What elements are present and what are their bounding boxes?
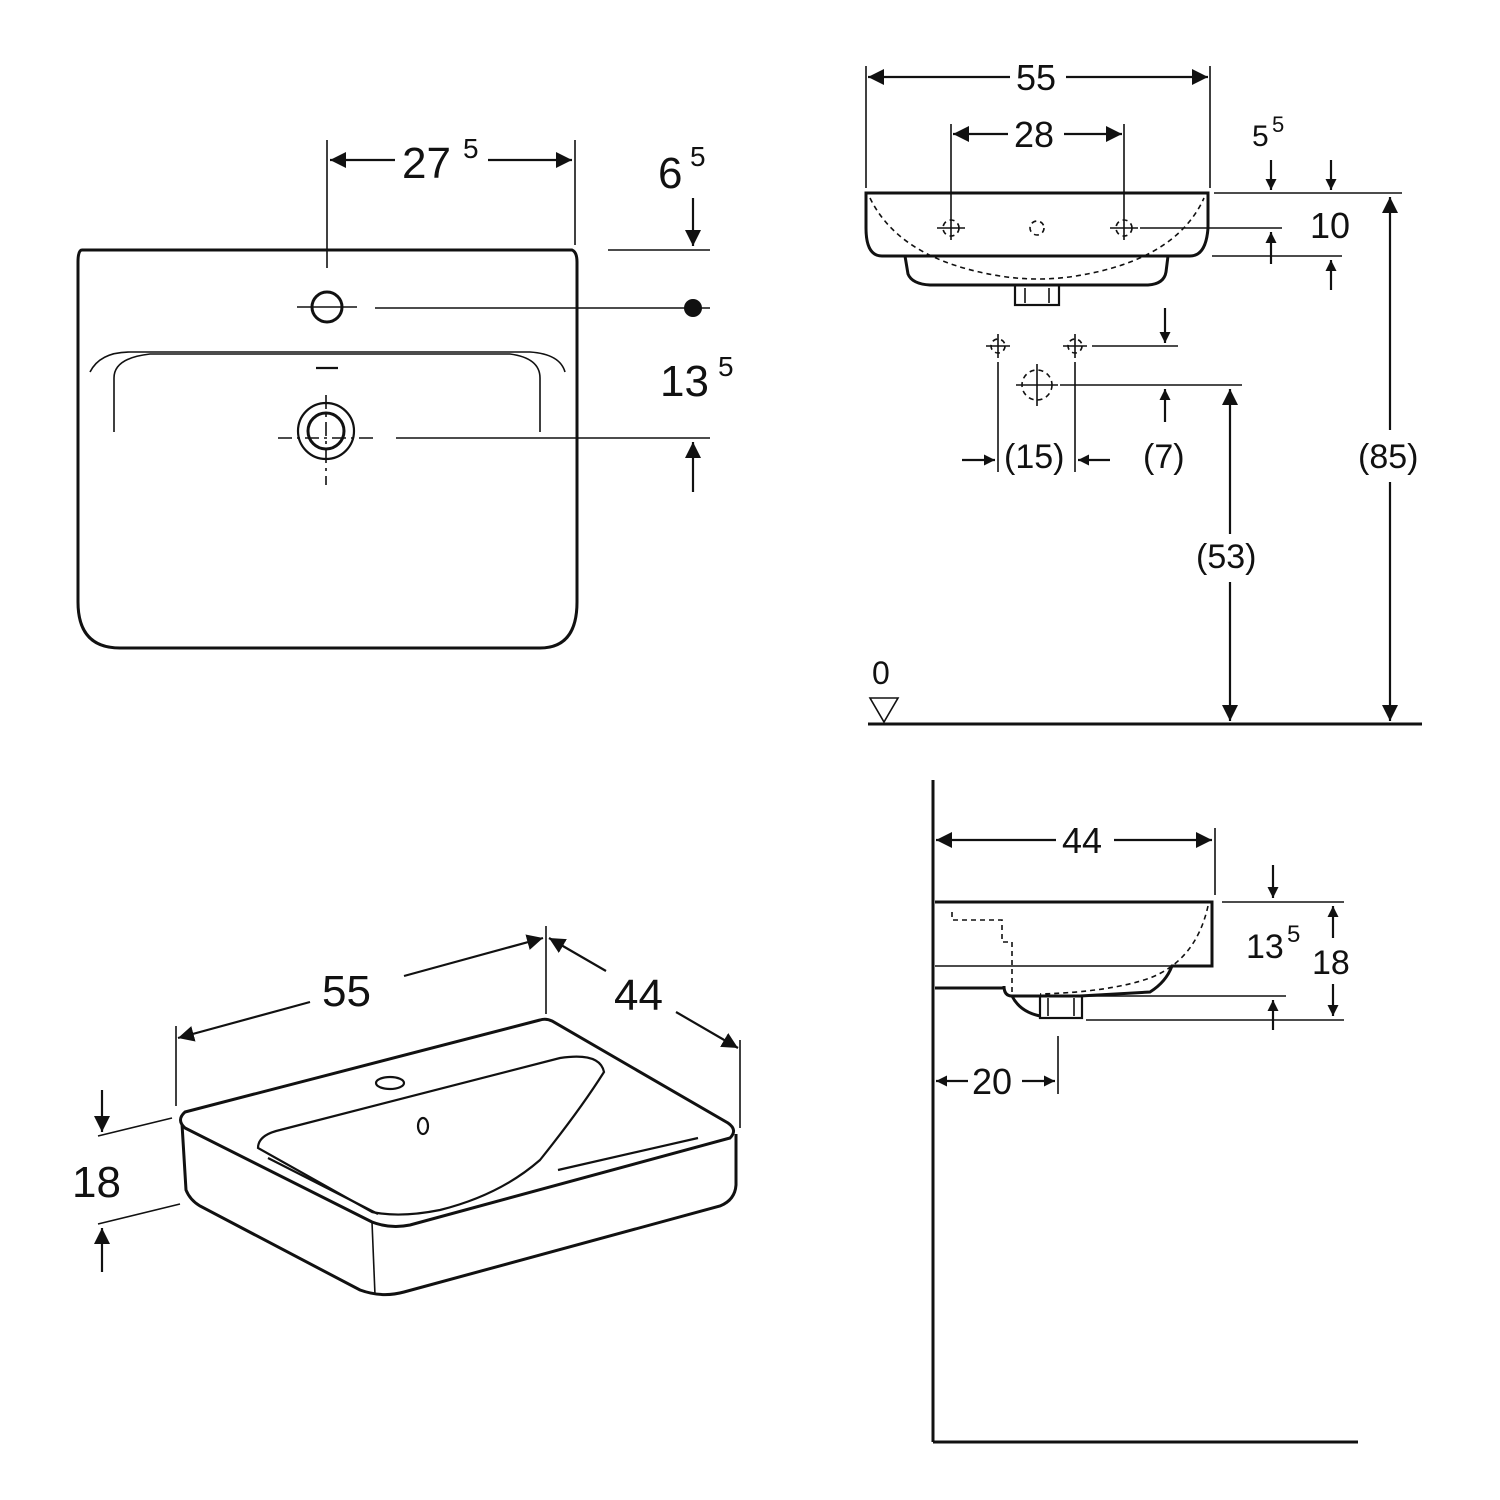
tap-hole-left <box>937 216 965 240</box>
rim-height-label: (85) <box>1358 438 1418 476</box>
front-view: 55 28 5 5 10 <box>864 57 1422 726</box>
drain-height-label: (53) <box>1196 538 1256 576</box>
side-inner-height-label: 13 <box>1246 928 1284 966</box>
side-inner-height-sup: 5 <box>1287 921 1300 948</box>
bowl-inner-outline <box>256 1055 606 1216</box>
tap-offset-sup: 5 <box>463 133 479 164</box>
supply-rise-label: (7) <box>1143 438 1185 476</box>
persp-width-arrow-right <box>403 934 544 978</box>
tap-to-drain-sup: 5 <box>718 351 734 382</box>
basin-top-outline <box>179 1017 735 1228</box>
center-tap-hole <box>1029 220 1045 236</box>
tap-to-drain-label: 13 <box>660 357 709 406</box>
bowl-front-lip <box>267 1157 379 1215</box>
basin-body-left <box>180 1123 738 1297</box>
persp-width-label: 55 <box>322 967 371 1016</box>
bowl-hidden-line <box>869 197 1205 280</box>
floor-label: 0 <box>872 655 890 691</box>
persp-depth-label: 44 <box>614 971 663 1020</box>
basin-drain-curve <box>1010 995 1041 1018</box>
tap-hole-right <box>1110 216 1138 240</box>
drain-offset-label: 20 <box>972 1061 1012 1102</box>
rim-sup: 5 <box>1272 112 1284 137</box>
top-view: 27 5 6 5 13 5 <box>76 133 734 650</box>
supply-right <box>1063 334 1087 358</box>
waste-outlet-side <box>1038 994 1084 1020</box>
basin-outline-top <box>76 248 579 650</box>
waste-outlet <box>1013 283 1061 307</box>
drain-connection <box>1016 364 1058 406</box>
persp-depth-arrow-left <box>548 937 607 972</box>
bowl-hidden-side <box>1039 905 1209 995</box>
basin-underside-front <box>903 255 1170 287</box>
side-height-label: 18 <box>1312 944 1350 982</box>
bowl-right-lip <box>557 1136 699 1172</box>
tap-spacing-label: 28 <box>1014 114 1054 155</box>
depth-label: 10 <box>1310 205 1350 246</box>
side-view: 44 13 5 18 20 <box>931 780 1358 1444</box>
basin-body-edge <box>371 1221 376 1296</box>
front-width-label: 55 <box>1016 57 1056 98</box>
basin-body-front <box>864 191 1210 258</box>
supply-left <box>986 334 1010 358</box>
ext-line-top-persp <box>97 1117 173 1137</box>
edge-to-tap-sup: 5 <box>690 141 706 172</box>
perspective-view: 55 44 18 <box>72 926 741 1297</box>
overflow-perspective <box>416 1116 430 1136</box>
persp-height-label: 18 <box>72 1158 121 1207</box>
floor-level-marker <box>868 697 900 724</box>
edge-to-tap-label: 6 <box>658 149 682 198</box>
rim-label: 5 <box>1252 120 1269 153</box>
overflow-channel-hidden <box>951 912 1013 996</box>
ext-line-bottom-persp <box>97 1203 181 1225</box>
bowl-inner-top <box>113 353 541 432</box>
tap-center-dot <box>684 299 702 317</box>
persp-width-arrow-left <box>177 1000 311 1042</box>
tap-offset-label: 27 <box>402 139 451 188</box>
bowl-back-rim <box>89 351 566 373</box>
tap-hole-perspective <box>374 1075 406 1091</box>
supply-spacing-label: (15) <box>1004 438 1064 476</box>
persp-depth-arrow-right <box>675 1011 739 1049</box>
basin-profile-side <box>935 900 1214 998</box>
side-projection-label: 44 <box>1062 820 1102 861</box>
